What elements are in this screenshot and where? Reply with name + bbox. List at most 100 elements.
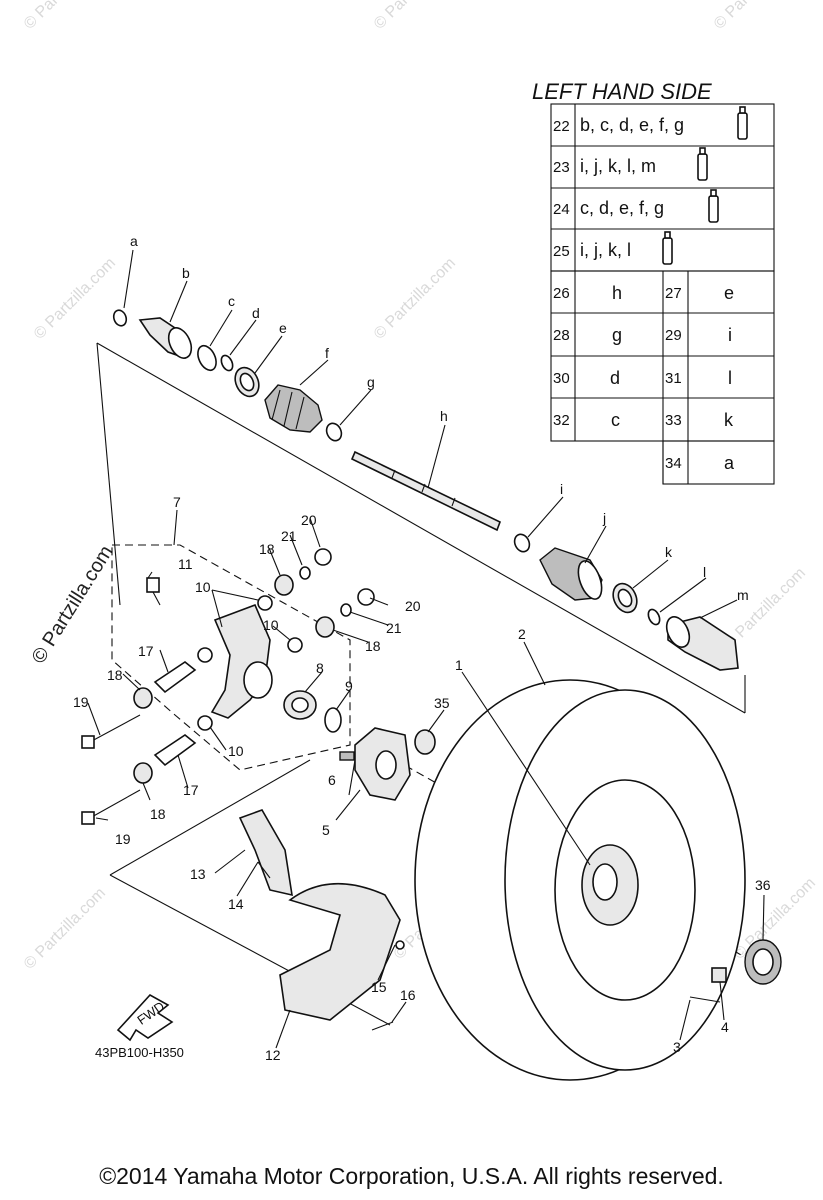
part-b-inner-joint (138, 317, 193, 360)
callout-19: 19 (115, 831, 131, 847)
part-9-circlip (324, 707, 342, 733)
callout-m: m (737, 587, 749, 603)
part-d-clip (220, 354, 234, 372)
callout-2: 2 (518, 626, 526, 642)
pair-num: 30 (553, 370, 570, 387)
callout-k: k (665, 544, 673, 560)
part-4-nut (711, 967, 727, 983)
callout-10: 10 (263, 617, 279, 633)
kit-row-num: 22 (553, 118, 570, 135)
pair-num: 29 (665, 327, 682, 344)
legend-title: LEFT HAND SIDE (532, 79, 712, 104)
callout-18: 18 (259, 541, 275, 557)
part-13-bracket (238, 809, 293, 897)
callout-20: 20 (301, 512, 317, 528)
callout-b: b (182, 265, 190, 281)
part-17-collars (153, 661, 197, 767)
callout-20: 20 (405, 598, 421, 614)
fwd-arrow-icon: FWD (116, 993, 174, 1042)
callout-16: 16 (400, 987, 416, 1003)
callout-c: c (228, 293, 235, 309)
watermark: © Partzilla.com (21, 0, 109, 33)
legend-table: LEFT HAND SIDE 22 b, c, d, e, f, g 23 i,… (532, 79, 775, 485)
part-35-nut (414, 729, 436, 755)
pair-num: 32 (553, 412, 570, 429)
part-knuckle (210, 603, 273, 719)
pair-num: 28 (553, 327, 570, 344)
pair-letter: e (724, 283, 734, 303)
callout-21: 21 (386, 620, 402, 636)
part-g-band (325, 422, 343, 442)
part-c-oring (197, 344, 217, 372)
pair-letter: c (611, 410, 620, 430)
callout-j: j (602, 510, 606, 526)
callout-7: 7 (173, 494, 181, 510)
pair-letter: h (612, 283, 622, 303)
callout-e: e (279, 320, 287, 336)
pair-num: 26 (553, 285, 570, 302)
part-16-bolt (371, 1021, 394, 1031)
pair-num: 33 (665, 412, 682, 429)
callout-14: 14 (228, 896, 244, 912)
callout-17: 17 (138, 643, 154, 659)
callout-leaders (87, 249, 765, 1049)
callout-3: 3 (673, 1039, 681, 1055)
pair-num: 34 (665, 455, 682, 472)
part-19-bolts (81, 714, 141, 825)
callout-13: 13 (190, 866, 206, 882)
callout-6: 6 (328, 772, 336, 788)
callout-15: 15 (371, 979, 387, 995)
kit-row-num: 24 (553, 201, 570, 218)
callout-5: 5 (322, 822, 330, 838)
callout-18: 18 (107, 667, 123, 683)
part-18-seals (133, 574, 335, 784)
part-f-boot (264, 384, 323, 433)
callout-f: f (325, 345, 329, 361)
part-11-grease-nipple (146, 577, 161, 606)
watermark: © Partzilla.com (711, 0, 799, 33)
callout-21: 21 (281, 528, 297, 544)
part-3-stud (689, 996, 721, 1003)
callout-g: g (367, 374, 375, 390)
pair-letter: i (728, 325, 732, 345)
pair-letter: k (724, 410, 734, 430)
kit-row-letters: c, d, e, f, g (580, 198, 664, 218)
part-8-bearing (283, 690, 317, 720)
kit-row-num: 25 (553, 243, 570, 260)
callout-8: 8 (316, 660, 324, 676)
pair-letter: g (612, 325, 622, 345)
part-15-screw (395, 940, 405, 950)
kit-row-letters: i, j, k, l, m (580, 156, 656, 176)
part-6-stud (339, 751, 355, 761)
callout-l: l (703, 564, 706, 580)
pair-letter: d (610, 368, 620, 388)
callout-11: 11 (178, 556, 193, 572)
kit-row-letters: i, j, k, l (580, 240, 631, 260)
watermark: © Partzilla.com (371, 255, 459, 343)
watermark: © Partzilla.com (371, 0, 459, 33)
copyright-notice: ©2014 Yamaha Motor Corporation, U.S.A. A… (99, 1163, 724, 1189)
callout-18: 18 (150, 806, 166, 822)
kit-row-letters: b, c, d, e, f, g (580, 115, 684, 135)
kit-row-num: 23 (553, 159, 570, 176)
part-10-bushings (197, 595, 303, 731)
part-k-band (612, 582, 638, 614)
callout-labels: a b c d e f g h i j k l m 7 11 10 10 10 … (73, 233, 771, 1063)
callout-9: 9 (345, 678, 353, 694)
callout-d: d (252, 305, 260, 321)
callout-19: 19 (73, 694, 89, 710)
callout-a: a (130, 233, 138, 249)
grease-tube-icon (737, 106, 748, 140)
part-i-band (513, 533, 531, 553)
part-e-band (234, 366, 260, 398)
callout-17: 17 (183, 782, 199, 798)
watermark: © Partzilla.com (31, 255, 119, 343)
callout-i: i (560, 481, 563, 497)
part-12-disc-guard (279, 882, 401, 1021)
part-5-hub (354, 727, 411, 801)
pair-num: 31 (665, 370, 682, 387)
callout-18: 18 (365, 638, 381, 654)
part-1-wheel (554, 779, 696, 1001)
part-h-axle-shaft (350, 450, 502, 532)
callout-10: 10 (228, 743, 244, 759)
